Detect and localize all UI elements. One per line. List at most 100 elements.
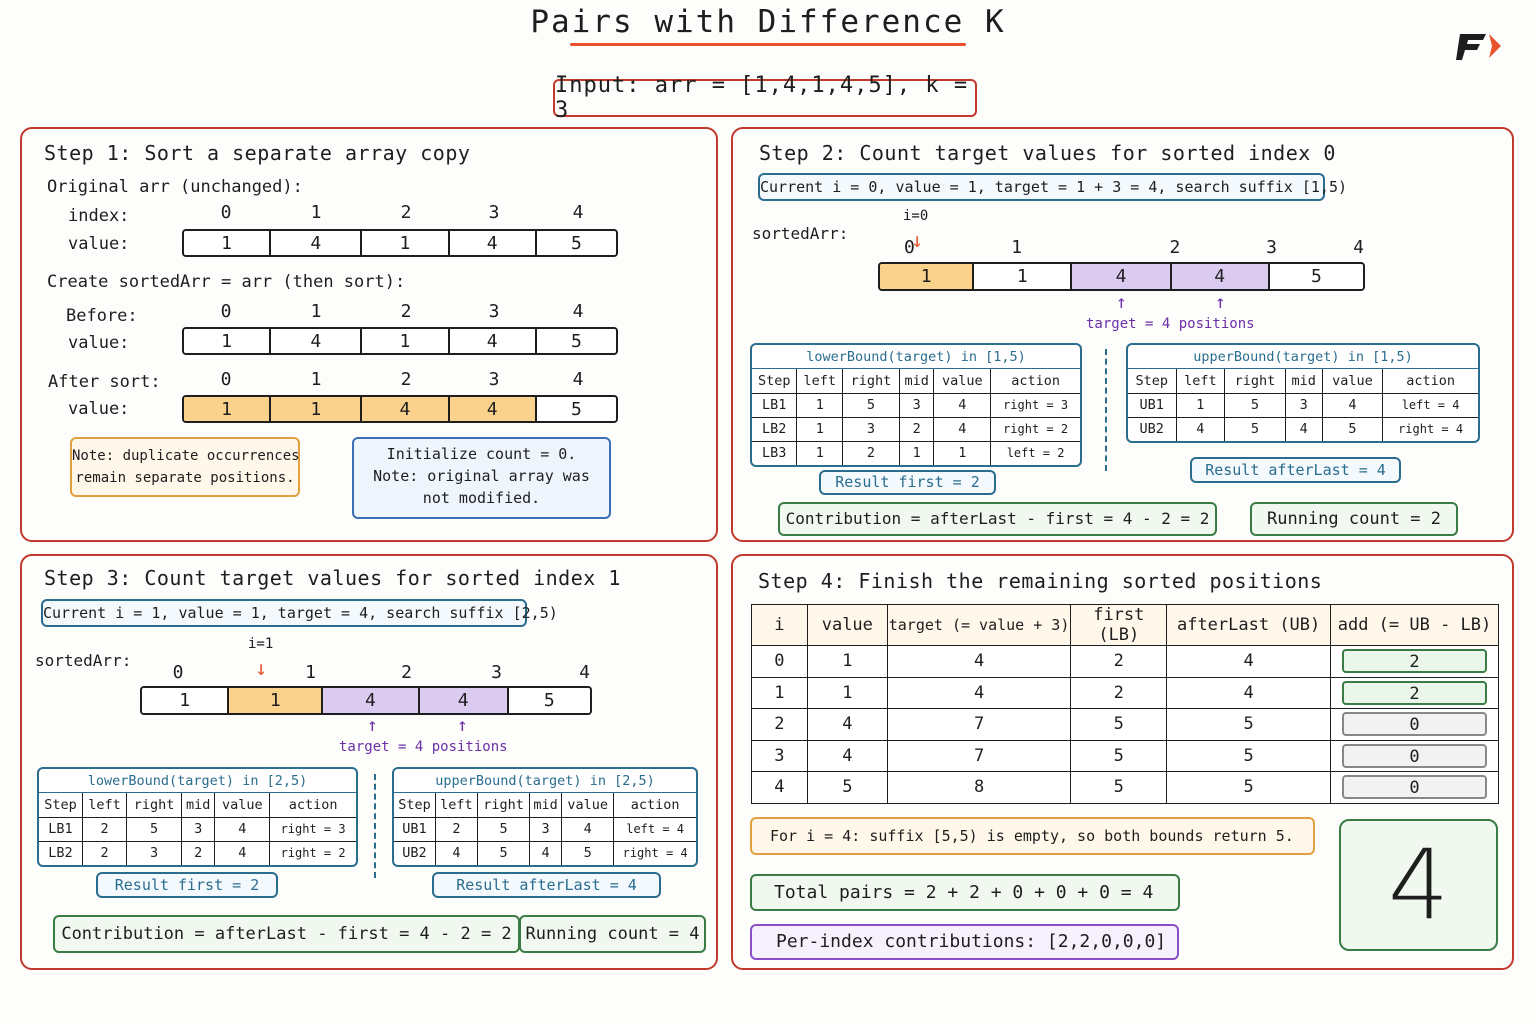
index-3: 3 [488,301,500,322]
col-header: mid [181,793,216,818]
array-cell: 4 [1072,264,1172,289]
cell: 4 [1322,393,1384,418]
col-header: left [796,369,844,394]
array-cell: 4 [362,397,450,421]
result-first: Result first = 2 [819,470,996,495]
col-header: action [990,369,1080,394]
cell: 3 [126,841,182,865]
col-header: i [751,604,808,646]
before-index-row: 0 1 2 3 4 [182,301,618,322]
cell: LB2 [752,417,798,442]
per-index-box: Per-index contributions: [2,2,0,0,0] [750,924,1179,960]
cell: 5 [1166,771,1332,804]
cell: 5 [1070,708,1168,741]
contribution-box: Contribution = afterLast - first = 4 - 2… [53,915,520,953]
answer-value: 4 [1387,829,1450,941]
array-cell: 1 [142,688,230,713]
current-box: Current i = 0, value = 1, target = 1 + 3… [758,173,1347,201]
cell: right = 4 [622,846,688,861]
cell: LB3 [752,441,798,465]
target-label: target = 4 positions [1086,316,1255,332]
cell: 0 [751,645,808,678]
note-line: remain separate positions. [75,470,295,486]
col-header: target (= value + 3) [886,604,1072,646]
step1-title: Step 1: Sort a separate array copy [44,141,471,165]
cell: 4 [886,676,1072,709]
cell: 2 [842,441,900,465]
cell: 1 [796,441,844,465]
index-0: 0 [220,369,232,390]
index-0: 0 [220,301,232,322]
cell: 1 [806,676,888,709]
col-header: add (= UB - LB) [1330,604,1499,646]
index-2: 2 [400,202,412,223]
array-cell: 1 [362,231,450,255]
cell: UB2 [1128,417,1177,441]
index-3: 3 [488,369,500,390]
index-1: 1 [310,369,322,390]
cell: 3 [842,417,900,442]
col-header: left [435,793,478,818]
note-line: not modified. [422,489,541,507]
array-cell: 4 [449,397,537,421]
running-count-box: Running count = 4 [519,915,706,953]
index-3: 3 [491,662,502,683]
current-box: Current i = 1, value = 1, target = 4, se… [41,599,558,627]
index-2: 2 [400,301,412,322]
col-header: value [214,793,271,818]
init-note: Initialize count = 0. Note: original arr… [352,437,611,519]
col-header: right [1224,369,1286,394]
contribution-text: Contribution = afterLast - first = 4 - 2… [61,924,512,944]
pointer-label: i=0 [903,208,929,224]
title-underline [570,43,966,46]
after-label: After sort: [48,372,161,392]
cell: 4 [933,393,992,418]
empty-suffix-note: For i = 4: suffix [5,5) is empty, so bot… [750,817,1315,855]
value-label: value: [68,399,130,419]
sorted-label: sortedArr: [752,224,849,243]
cell: 2 [82,817,128,842]
array-cell: 1 [184,397,272,421]
index-2: 2 [1169,237,1181,258]
total-pairs-box: Total pairs = 2 + 2 + 0 + 0 + 0 = 4 [750,874,1180,911]
cell: left = 2 [1006,446,1065,461]
cell: 4 [561,817,615,842]
after-index-row: 0 1 2 3 4 [182,369,618,390]
col-header: afterLast (UB) [1166,604,1332,646]
cell: LB1 [39,817,83,842]
array-cell: 1 [974,264,1073,289]
duplicate-note: Note: duplicate occurrences remain separ… [70,437,300,497]
cell: right = 2 [990,417,1080,442]
add-value: 0 [1342,712,1487,737]
cell: 1 [1176,393,1226,418]
cell: 4 [435,841,478,865]
col-header: value [1322,369,1384,394]
array-cell: 1 [271,397,363,421]
cell: 4 [1166,645,1332,678]
current-text: Current i = 1, value = 1, target = 4, se… [43,604,558,622]
create-label: Create sortedArr = arr (then sort): [47,272,406,292]
array-cell: 4 [323,688,420,713]
cell: 2 [82,841,128,865]
cell: 7 [886,739,1072,772]
cell: UB1 [394,817,436,842]
cell: 7 [886,708,1072,741]
col-header: action [613,793,696,818]
add-cell: 0 [1330,708,1499,741]
sorted-index-row: 0 1 2 3 4 [140,662,592,683]
index-1: 1 [310,301,322,322]
running-count-text: Running count = 2 [1267,509,1441,529]
array-cell: 5 [1269,264,1363,289]
array-cell: 4 [419,688,509,713]
index-1: 1 [305,662,316,683]
cell: 5 [1166,708,1332,741]
cell: 3 [1285,393,1323,418]
cell: 2 [751,708,808,741]
array-cell: 4 [271,231,363,255]
index-4: 4 [572,202,584,223]
cell: 1 [796,417,844,442]
